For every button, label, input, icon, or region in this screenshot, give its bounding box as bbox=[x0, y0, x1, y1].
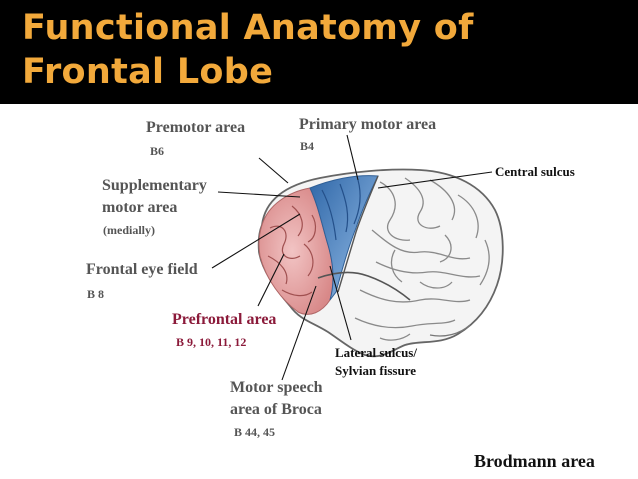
supplementary-label-line1: Supplementary bbox=[102, 177, 207, 194]
broca-code: B 44, 45 bbox=[234, 425, 276, 439]
primary-motor-label: Primary motor area bbox=[299, 116, 437, 133]
prefrontal-code: B 9, 10, 11, 12 bbox=[176, 335, 247, 349]
lateral-sulcus-label-line1: Lateral sulcus/ bbox=[335, 345, 417, 360]
slide-header: Functional Anatomy of Frontal Lobe bbox=[0, 0, 638, 104]
lateral-sulcus-label-line2: Sylvian fissure bbox=[335, 363, 417, 378]
leader-central-sulcus bbox=[377, 171, 493, 189]
prefrontal-label: Prefrontal area bbox=[172, 311, 277, 328]
leader-frontal-eye bbox=[211, 213, 301, 269]
motor-region bbox=[309, 175, 379, 301]
leader-prefrontal bbox=[257, 253, 285, 307]
motor-gyri bbox=[321, 179, 361, 241]
prefrontal-gyri bbox=[267, 205, 317, 297]
supplementary-note: (medially) bbox=[103, 223, 155, 237]
central-sulcus-label: Central sulcus bbox=[495, 164, 575, 179]
cerebellum bbox=[429, 324, 471, 337]
frontal-eye-code: B 8 bbox=[87, 287, 105, 301]
premotor-label: Premotor area bbox=[146, 119, 246, 136]
leader-supplementary bbox=[217, 191, 301, 198]
leader-primary-motor bbox=[346, 134, 359, 181]
primary-motor-code: B4 bbox=[300, 139, 315, 153]
slide-title: Functional Anatomy of Frontal Lobe bbox=[22, 8, 474, 92]
lateral-sulcus-groove bbox=[317, 271, 411, 301]
leader-premotor bbox=[258, 157, 289, 184]
premotor-code: B6 bbox=[150, 144, 165, 158]
leader-lines bbox=[211, 134, 493, 381]
broca-label-line2: area of Broca bbox=[230, 401, 322, 418]
gyri-texture bbox=[354, 177, 490, 341]
broca-label-line1: Motor speech bbox=[230, 379, 323, 396]
brodmann-label: Brodmann area bbox=[474, 451, 595, 471]
brain-illustration bbox=[211, 134, 504, 381]
brain-diagram: Premotor area B6 Primary motor area B4 C… bbox=[0, 104, 638, 479]
frontal-eye-label: Frontal eye field bbox=[86, 261, 198, 278]
leader-broca bbox=[281, 285, 317, 381]
leader-lateral-sulcus bbox=[329, 265, 352, 341]
supplementary-label-line2: motor area bbox=[102, 199, 178, 216]
central-sulcus-groove bbox=[337, 175, 379, 293]
